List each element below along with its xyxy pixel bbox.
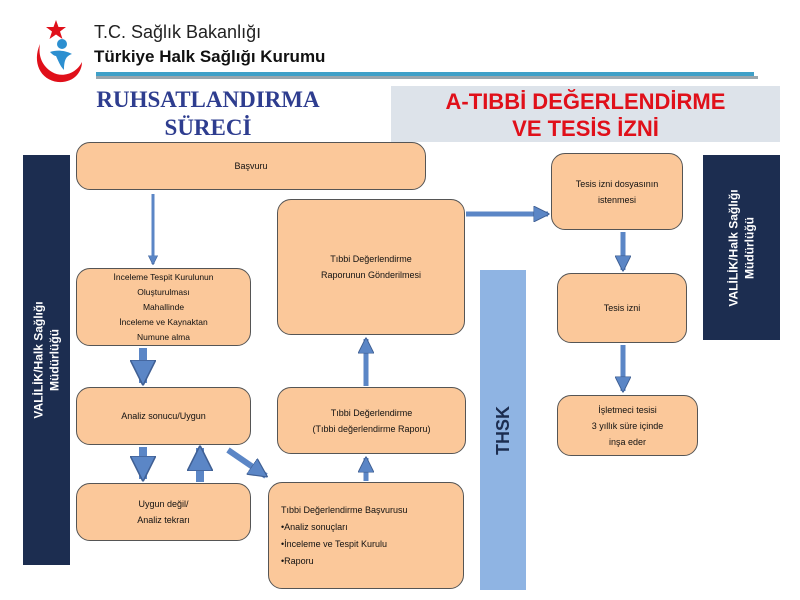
- lane-thsk: THSK: [480, 270, 526, 590]
- box-uygun-degil-line: Uygun değil/: [138, 499, 189, 509]
- header-divider-shadow: [96, 76, 758, 79]
- box-tibbi-basvuru: Tıbbi Değerlendirme Başvurusu •Analiz so…: [268, 482, 464, 589]
- ministry-logo-icon: [36, 20, 82, 83]
- box-tibbi-rapor-line: (Tıbbi değerlendirme Raporu): [312, 423, 431, 434]
- section-title-line1: A-TIBBİ DEĞERLENDİRME: [445, 89, 726, 114]
- box-inceleme-line: İnceleme Tespit Kurulunun: [113, 271, 214, 282]
- box-inceleme: İnceleme Tespit Kurulunun Oluşturulması …: [76, 268, 251, 346]
- section-title-line2: VE TESİS İZNİ: [512, 116, 659, 141]
- box-tesis-dosya-line: Tesis izni dosyasının: [575, 178, 659, 189]
- box-basvuru-label: Başvuru: [234, 161, 268, 171]
- org-line-2: Türkiye Halk Sağlığı Kurumu: [94, 47, 326, 66]
- section-title: A-TIBBİ DEĞERLENDİRME VE TESİS İZNİ: [391, 86, 780, 142]
- box-tibbi-basvuru-line: Tıbbi Değerlendirme Başvurusu: [281, 504, 408, 515]
- box-tibbi-basvuru-line: •Analiz sonuçları: [281, 521, 348, 532]
- org-line-1: T.C. Sağlık Bakanlığı: [94, 22, 262, 42]
- box-rapor-gonderim-line: Raporunun Gönderilmesi: [320, 270, 422, 280]
- box-uygun-degil-line: Analiz tekrarı: [137, 515, 190, 525]
- box-uygun-degil: Uygun değil/ Analiz tekrarı: [76, 483, 251, 541]
- box-analiz-label: Analiz sonucu/Uygun: [121, 411, 206, 421]
- arrow-analiz-to-basvuru-tibbi: [226, 447, 266, 479]
- box-tibbi-rapor: Tıbbi Değerlendirme (Tıbbi değerlendirme…: [277, 387, 466, 454]
- box-isletmeci: İşletmeci tesisi 3 yıllık süre içinde in…: [557, 395, 698, 456]
- box-analiz: Analiz sonucu/Uygun: [76, 387, 251, 445]
- box-inceleme-line: Mahallinde: [142, 301, 185, 312]
- box-rapor-gonderim: Tıbbi Değerlendirme Raporunun Gönderilme…: [277, 199, 465, 335]
- box-isletmeci-line: inşa eder: [608, 436, 647, 447]
- box-isletmeci-line: 3 yıllık süre içinde: [591, 420, 664, 431]
- process-title: RUHSATLANDIRMA SÜRECİ: [58, 86, 358, 142]
- box-inceleme-line: İnceleme ve Kaynaktan: [119, 316, 208, 327]
- box-tesis-izni: Tesis izni: [557, 273, 687, 343]
- box-inceleme-line: Numune alma: [137, 331, 190, 342]
- box-tibbi-basvuru-line: •İnceleme ve Tespit Kurulu: [281, 538, 388, 549]
- box-inceleme-line: Oluşturulması: [137, 286, 190, 297]
- box-isletmeci-line: İşletmeci tesisi: [598, 404, 657, 415]
- box-tesis-dosya-line: istenmesi: [597, 194, 636, 205]
- process-title-line1: RUHSATLANDIRMA: [96, 87, 320, 112]
- box-tesis-dosya: Tesis izni dosyasının istenmesi: [551, 153, 683, 230]
- box-tibbi-basvuru-line: •Raporu: [281, 555, 314, 566]
- process-title-line2: SÜRECİ: [164, 115, 252, 140]
- box-tibbi-rapor-line: Tıbbi Değerlendirme: [330, 407, 413, 418]
- header-divider: [96, 72, 754, 76]
- box-basvuru: Başvuru: [76, 142, 426, 190]
- box-rapor-gonderim-line: Tıbbi Değerlendirme: [330, 254, 412, 264]
- box-tesis-izni-label: Tesis izni: [603, 303, 641, 313]
